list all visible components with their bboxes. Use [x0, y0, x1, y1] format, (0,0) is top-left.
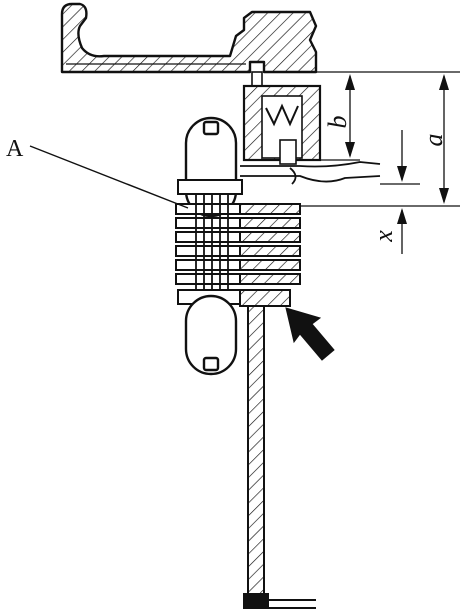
vertical-rod [247, 305, 265, 597]
label-a-leader [29, 145, 189, 209]
top-rail [60, 2, 318, 74]
contact-spring [265, 103, 299, 127]
upper-flange [177, 179, 243, 195]
lead-wire [240, 161, 381, 185]
dimension-x-label: x [369, 230, 398, 243]
coil-stack [239, 203, 301, 285]
lower-insulator [184, 294, 238, 376]
lower-clamp [239, 289, 291, 307]
dimension-lines [300, 71, 460, 254]
rod-foot [243, 593, 316, 609]
direction-arrow [285, 307, 335, 361]
dimension-arrowheads [345, 74, 449, 224]
label-part-a: A [6, 136, 24, 162]
dimension-b-label: b [323, 116, 352, 129]
stack-pins [195, 194, 229, 298]
contact-housing [242, 84, 322, 165]
dimension-a-label: a [419, 134, 448, 147]
rail-bracket [251, 71, 263, 87]
